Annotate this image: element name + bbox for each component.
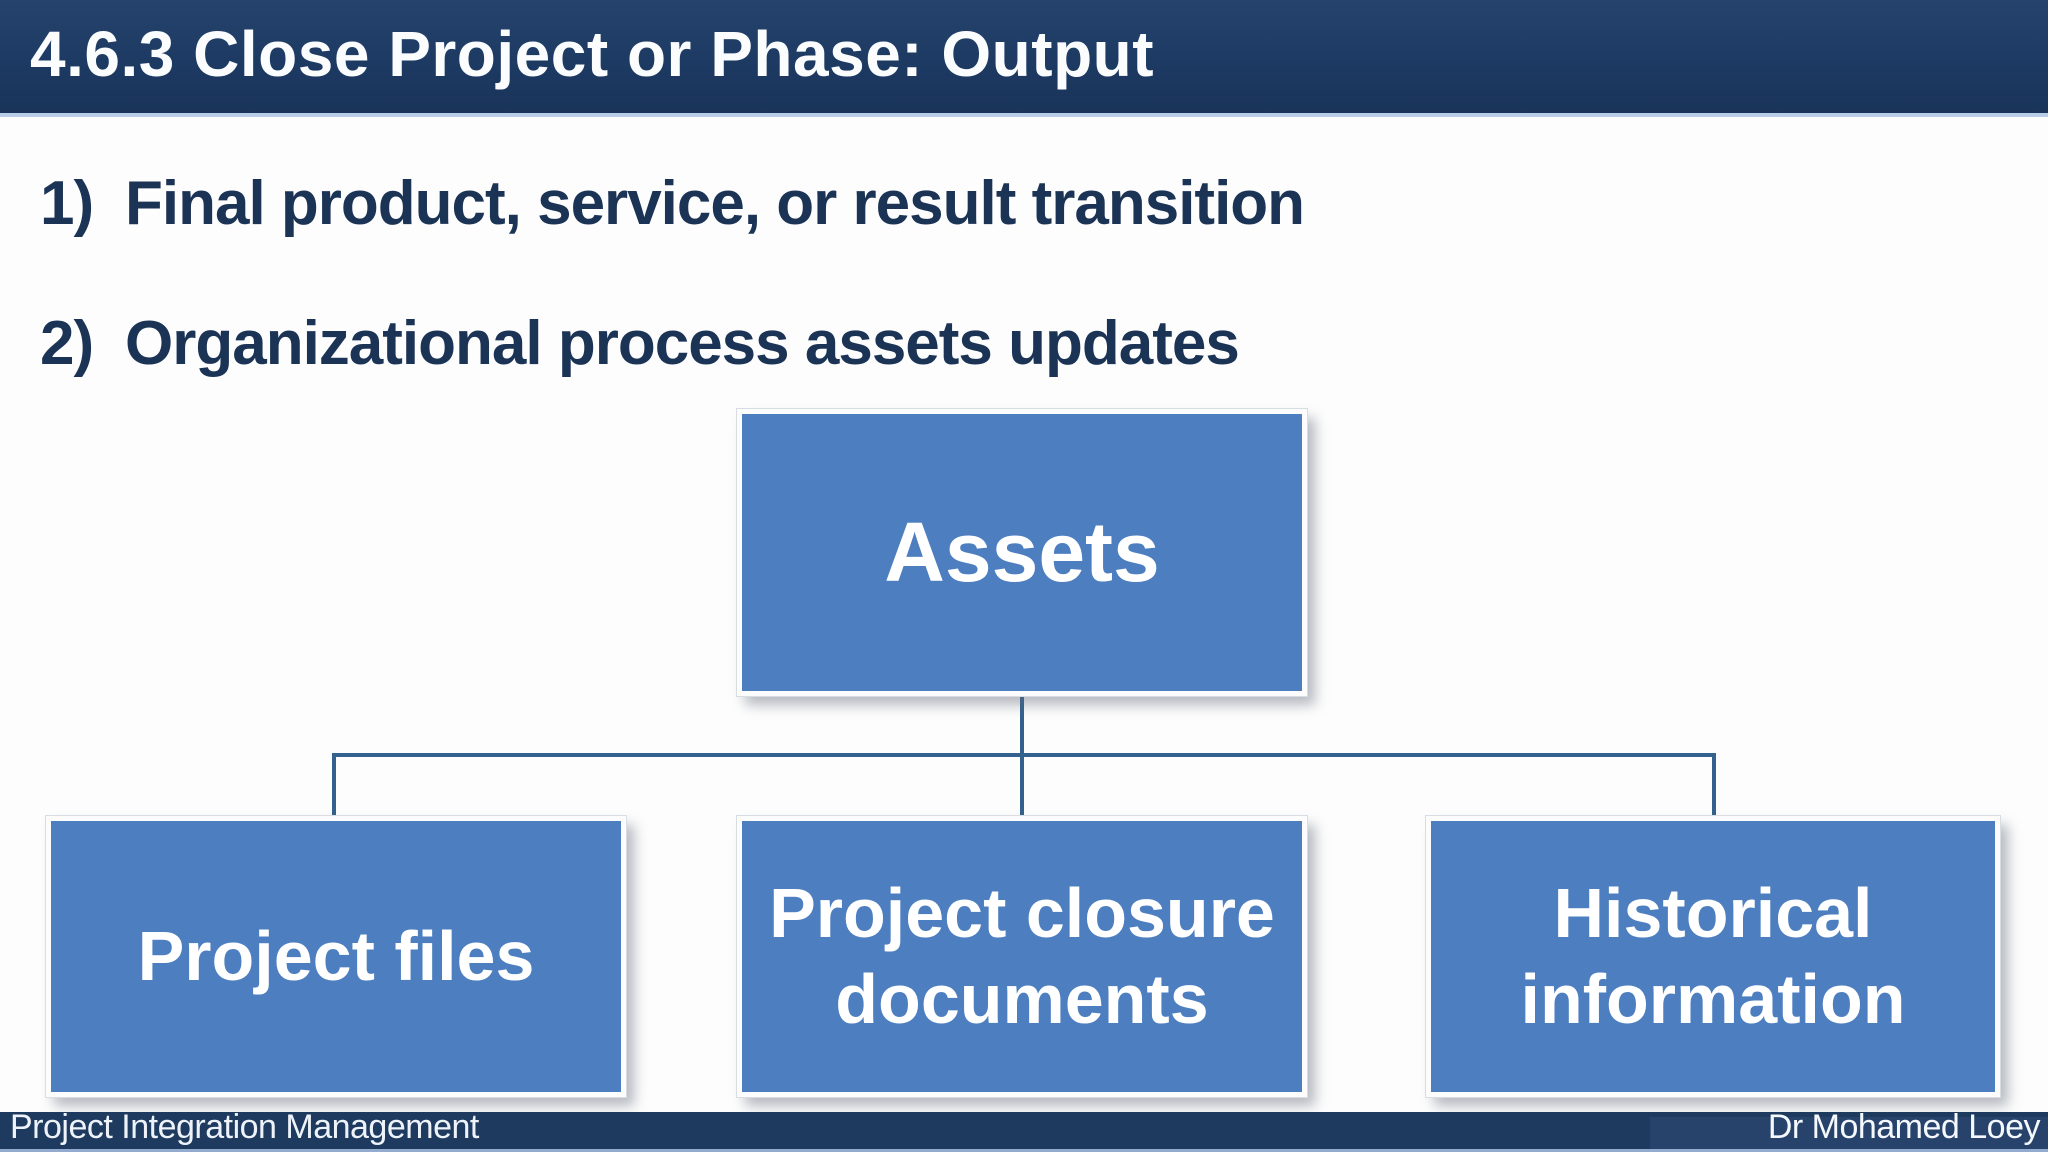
connector-root-stub — [1020, 696, 1024, 755]
list-item-2-number: 2) — [40, 309, 94, 378]
footer-bar: Project Integration Management Dr Mohame… — [0, 1108, 2048, 1152]
footer-course-title: Project Integration Management — [10, 1108, 479, 1146]
connector-drop-left — [332, 755, 336, 816]
assets-node: Assets — [737, 409, 1307, 696]
slide-title: 4.6.3 Close Project or Phase: Output — [30, 17, 1155, 90]
project-files-node: Project files — [46, 816, 626, 1097]
list-item-2-text: Organizational process assets updates — [125, 309, 1240, 378]
project-files-node-label-line1: Project files — [137, 916, 535, 995]
connector-horizontal-line — [332, 753, 1716, 757]
historical-information-node: Historical information — [1426, 816, 2000, 1097]
title-bar: 4.6.3 Close Project or Phase: Output — [0, 0, 2048, 117]
list-item-1-text: Final product, service, or result transi… — [125, 169, 1305, 238]
footer-right-panel — [1650, 1117, 2048, 1149]
list-item-1: 1) Final product, service, or result tra… — [40, 168, 1305, 239]
historical-node-label-line2: information — [1520, 959, 1906, 1038]
project-closure-node-label-line1: Project closure — [769, 874, 1275, 953]
project-closure-node-label-line2: documents — [835, 959, 1209, 1038]
project-closure-documents-node: Project closure documents — [737, 816, 1307, 1097]
historical-node-label-line1: Historical — [1553, 874, 1873, 953]
assets-node-label: Assets — [884, 505, 1160, 600]
list-item-1-number: 1) — [40, 169, 94, 238]
list-item-2: 2) Organizational process assets updates — [40, 308, 1240, 379]
footer-author-name: Dr Mohamed Loey — [1767, 1108, 2041, 1146]
connector-drop-right — [1712, 755, 1716, 816]
connector-drop-middle — [1020, 755, 1024, 816]
